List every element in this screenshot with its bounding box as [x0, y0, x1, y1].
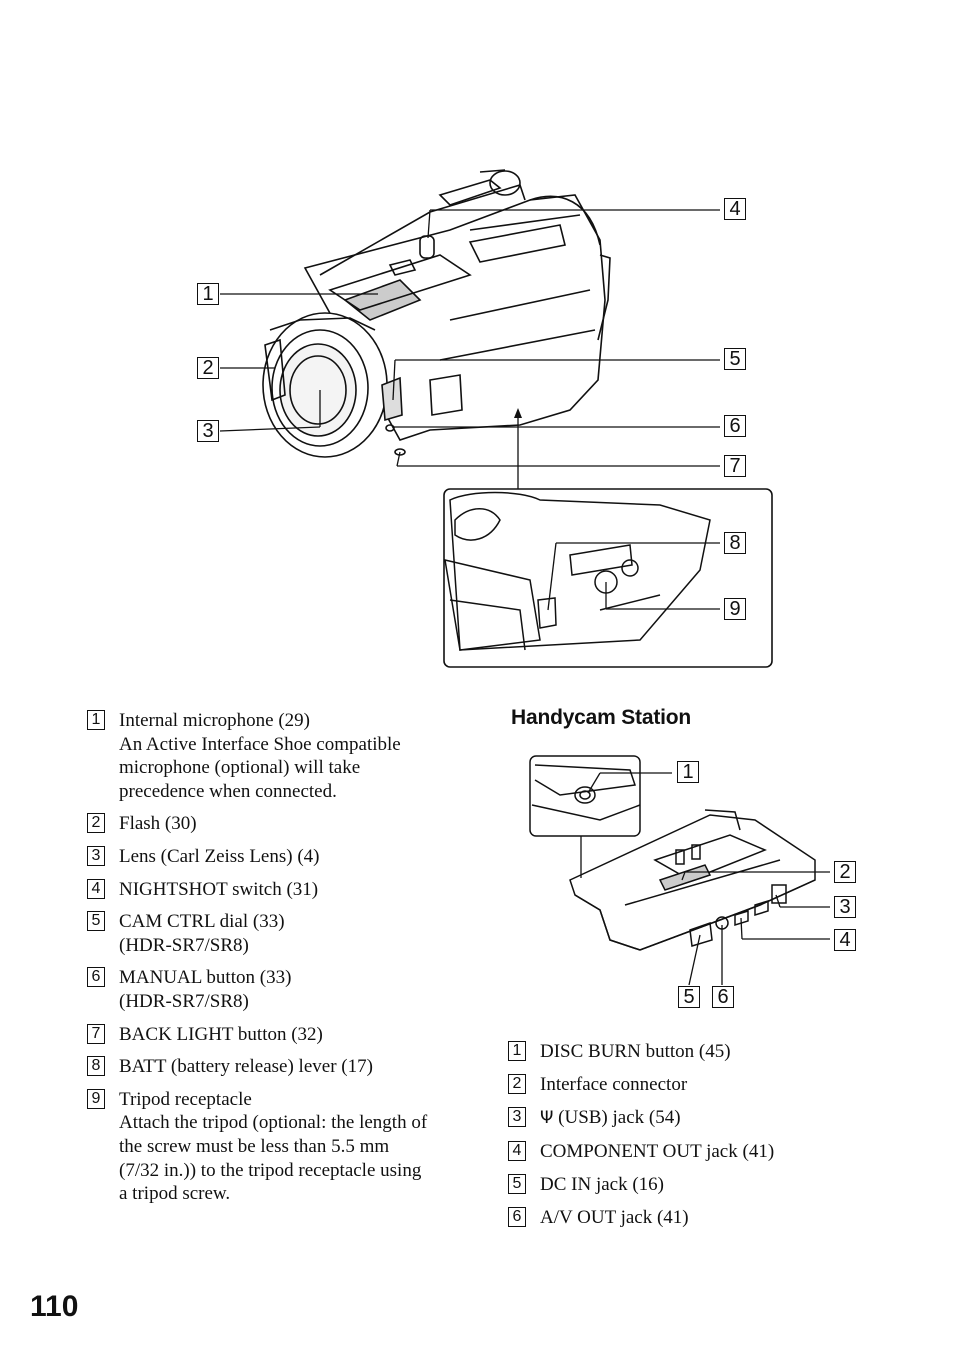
page-number: 110 [30, 1290, 79, 1323]
item-text: Tripod receptacle [119, 1088, 252, 1110]
item-text: Flash (30) [119, 813, 197, 835]
callout-5: 5 [724, 348, 746, 370]
item-text: (HDR-SR7/SR8) [119, 990, 249, 1012]
list-item: 4 COMPONENT OUT jack (41) [508, 1140, 888, 1164]
item-number: 2 [508, 1074, 526, 1095]
station-callout-6: 6 [712, 986, 734, 1008]
station-callout-5: 5 [678, 986, 700, 1008]
item-number: 6 [508, 1207, 526, 1228]
list-item: 4 NIGHTSHOT switch (31) [87, 878, 467, 902]
item-number: 8 [87, 1056, 105, 1077]
item-number: 4 [508, 1141, 526, 1162]
callout-4: 4 [724, 198, 746, 220]
item-number: 6 [87, 967, 105, 988]
item-number: 7 [87, 1023, 105, 1044]
item-text: a tripod screw. [119, 1183, 231, 1205]
station-callout-3: 3 [834, 896, 856, 918]
callout-2: 2 [197, 357, 219, 379]
callout-7: 7 [724, 455, 746, 477]
item-text: Internal microphone (29) [119, 710, 310, 731]
list-item: 3 Lens (Carl Zeiss Lens) (4) [87, 845, 467, 869]
camcorder-illustration [219, 169, 773, 668]
list-item: 6 A/V OUT jack (41) [508, 1206, 888, 1230]
item-text: the screw must be less than 5.5 mm [119, 1135, 390, 1157]
item-number: 9 [87, 1088, 105, 1109]
item-text: COMPONENT OUT jack (41) [540, 1141, 775, 1163]
list-item: 2 Interface connector [508, 1073, 888, 1097]
callout-8: 8 [724, 532, 746, 554]
list-item: 3 Ψ (USB) jack (54) [508, 1106, 888, 1131]
item-text: Interface connector [540, 1074, 688, 1096]
usb-icon: Ψ [540, 1108, 554, 1129]
item-text: MANUAL button (33) [119, 967, 292, 989]
callout-1: 1 [197, 283, 219, 305]
list-item: 7 BACK LIGHT button (32) [87, 1023, 467, 1047]
item-text: precedence when connected. [119, 780, 337, 802]
item-text: NIGHTSHOT switch (31) [119, 878, 319, 900]
list-item: 9 Tripod receptacle Attach the tripod (o… [87, 1088, 467, 1206]
item-number: 2 [87, 813, 105, 834]
item-text: BATT (battery release) lever (17) [119, 1056, 373, 1078]
list-item: 5 CAM CTRL dial (33) (HDR-SR7/SR8) [87, 910, 467, 957]
station-callout-2: 2 [834, 861, 856, 883]
item-number: 5 [508, 1174, 526, 1195]
item-number: 5 [87, 911, 105, 932]
station-parts-list: 1 DISC BURN button (45) 2 Interface conn… [508, 1040, 888, 1230]
item-number: 1 [508, 1041, 526, 1061]
station-callout-1: 1 [677, 761, 699, 783]
list-item: 5 DC IN jack (16) [508, 1173, 888, 1197]
list-item: 6 MANUAL button (33) (HDR-SR7/SR8) [87, 966, 467, 1013]
station-callout-4: 4 [834, 929, 856, 951]
item-text: Attach the tripod (optional: the length … [119, 1112, 428, 1134]
item-number: 3 [87, 845, 105, 866]
item-number: 3 [508, 1107, 526, 1128]
list-item: 2 Flash (30) [87, 812, 467, 836]
item-text: BACK LIGHT button (32) [119, 1023, 323, 1045]
item-number: 1 [87, 710, 105, 730]
item-text: microphone (optional) will take [119, 757, 361, 779]
item-text: An Active Interface Shoe compatible [119, 733, 401, 755]
item-text: DISC BURN button (45) [540, 1041, 731, 1062]
camera-parts-list: 1 Internal microphone (29) An Active Int… [87, 709, 467, 1206]
item-text: (USB) jack (54) [553, 1107, 681, 1129]
item-text: CAM CTRL dial (33) [119, 911, 285, 933]
callout-9: 9 [724, 598, 746, 620]
list-item: 1 Internal microphone (29) An Active Int… [87, 709, 467, 803]
callout-6: 6 [724, 415, 746, 437]
station-heading: Handycam Station [511, 706, 692, 729]
list-item: 8 BATT (battery release) lever (17) [87, 1055, 467, 1079]
item-text: Lens (Carl Zeiss Lens) (4) [119, 845, 320, 867]
item-text: (HDR-SR7/SR8) [119, 934, 249, 956]
item-text: A/V OUT jack (41) [540, 1207, 689, 1229]
callout-3: 3 [197, 420, 219, 442]
list-item: 1 DISC BURN button (45) [508, 1040, 888, 1064]
item-number: 4 [87, 878, 105, 899]
item-text: (7/32 in.)) to the tripod receptacle usi… [119, 1159, 422, 1181]
item-text: DC IN jack (16) [540, 1174, 664, 1196]
